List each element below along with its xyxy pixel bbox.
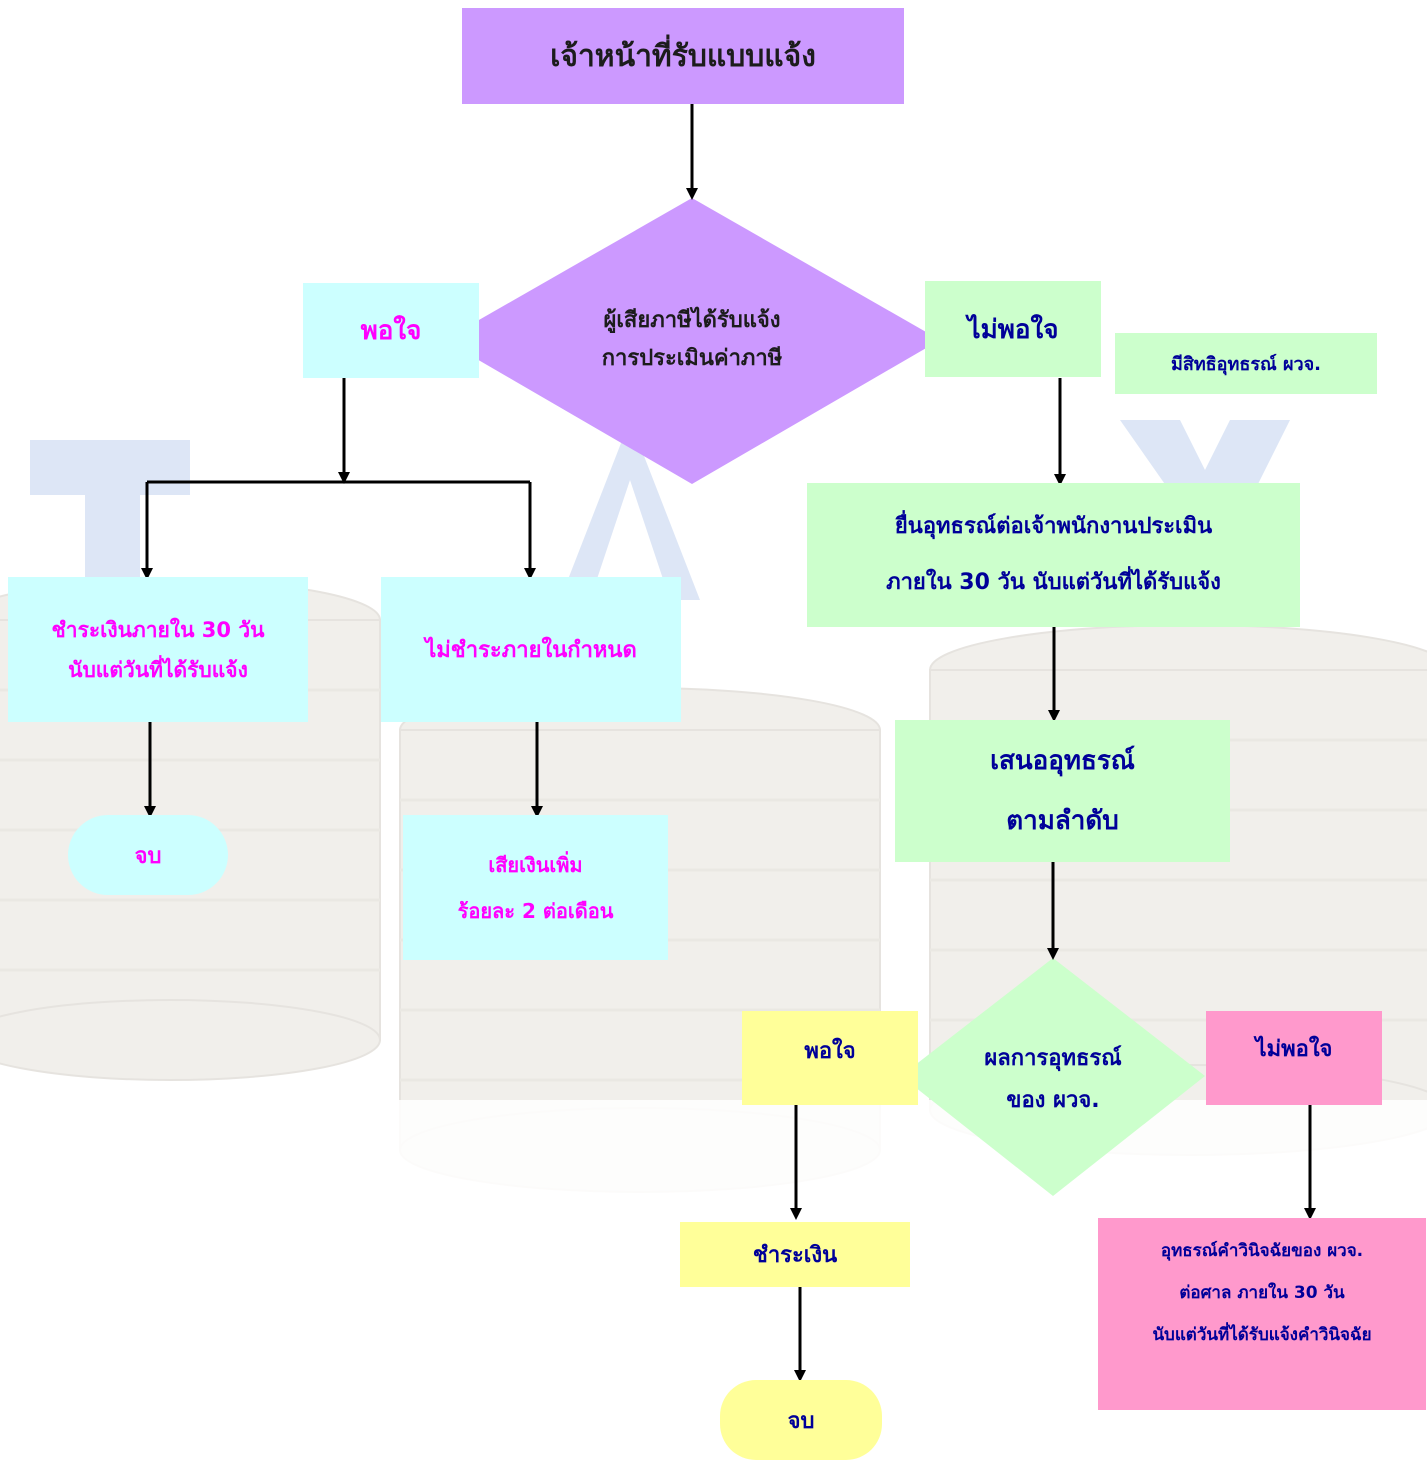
decision2-label: ผลการอุทธรณ์ ของ ผวจ. (940, 1025, 1166, 1135)
file-appeal-line1: ยื่นอุทธรณ์ต่อเจ้าพนักงานประเมิน (894, 514, 1213, 539)
end-left-label: จบ (134, 843, 162, 869)
pay-node: ชำระเงิน (680, 1222, 910, 1287)
penalty-node: เสียเงินเพิ่ม ร้อยละ 2 ต่อเดือน (403, 815, 668, 960)
end-bottom-label: จบ (787, 1408, 815, 1434)
appeal-right-note: มีสิทธิอุทธรณ์ ผวจ. (1115, 333, 1377, 394)
satisfied-bottom-label: พอใจ (804, 1039, 856, 1064)
unsatisfied-bottom-label: ไม่พอใจ (1255, 1037, 1333, 1062)
not-paid-label: ไม่ชำระภายในกำหนด (425, 638, 637, 663)
decision1-diamond (444, 198, 940, 484)
not-paid-node: ไม่ชำระภายในกำหนด (381, 577, 681, 722)
file-appeal-line2: ภายใน 30 วัน นับแต่วันที่ได้รับแจ้ง (886, 570, 1221, 595)
court-appeal-node: อุทธรณ์คำวินิจฉัยของ ผวจ. ต่อศาล ภายใน 3… (1098, 1218, 1426, 1410)
submit-appeal-line1: เสนออุทธรณ์ (990, 746, 1135, 776)
pay-within-line2: นับแต่วันที่ได้รับแจ้ง (68, 657, 248, 682)
submit-appeal-line2: ตามลำดับ (1006, 806, 1119, 836)
penalty-line2: ร้อยละ 2 ต่อเดือน (457, 898, 614, 923)
decision1-label: ผู้เสียภาษีได้รับแจ้ง การประเมินค่าภาษี (520, 285, 864, 395)
satisfied-left-node: พอใจ (303, 283, 479, 378)
court-appeal-line3: นับแต่วันที่ได้รับแจ้งคำวินิจฉัย (1152, 1325, 1372, 1345)
decision2-diamond (901, 958, 1205, 1196)
end-bottom-node: จบ (720, 1380, 882, 1460)
start-label: เจ้าหน้าที่รับแบบแจ้ง (550, 38, 816, 74)
court-appeal-line2: ต่อศาล ภายใน 30 วัน (1179, 1283, 1345, 1303)
unsatisfied-right-label: ไม่พอใจ (967, 314, 1059, 345)
penalty-line1: เสียเงินเพิ่ม (488, 852, 583, 877)
decision2-line2: ของ ผวจ. (1006, 1088, 1100, 1113)
decision1-line1: ผู้เสียภาษีได้รับแจ้ง (603, 308, 781, 333)
satisfied-bottom-node: พอใจ (742, 1011, 918, 1105)
pay-label: ชำระเงิน (752, 1243, 838, 1268)
appeal-right-note-label: มีสิทธิอุทธรณ์ ผวจ. (1170, 354, 1322, 375)
satisfied-left-label: พอใจ (360, 316, 422, 346)
pay-within-line1: ชำระเงินภายใน 30 วัน (51, 617, 265, 642)
file-appeal-node: ยื่นอุทธรณ์ต่อเจ้าพนักงานประเมิน ภายใน 3… (807, 483, 1300, 627)
submit-appeal-node: เสนออุทธรณ์ ตามลำดับ (895, 720, 1230, 862)
decision1-line2: การประเมินค่าภาษี (601, 346, 783, 371)
start-node: เจ้าหน้าที่รับแบบแจ้ง (462, 8, 904, 104)
end-left-node: จบ (68, 815, 228, 895)
decision2-line1: ผลการอุทธรณ์ (984, 1046, 1122, 1071)
unsatisfied-bottom-node: ไม่พอใจ (1206, 1011, 1382, 1105)
pay-within-node: ชำระเงินภายใน 30 วัน นับแต่วันที่ได้รับแ… (8, 577, 308, 722)
unsatisfied-right-node: ไม่พอใจ (925, 281, 1101, 377)
court-appeal-line1: อุทธรณ์คำวินิจฉัยของ ผวจ. (1160, 1241, 1364, 1261)
